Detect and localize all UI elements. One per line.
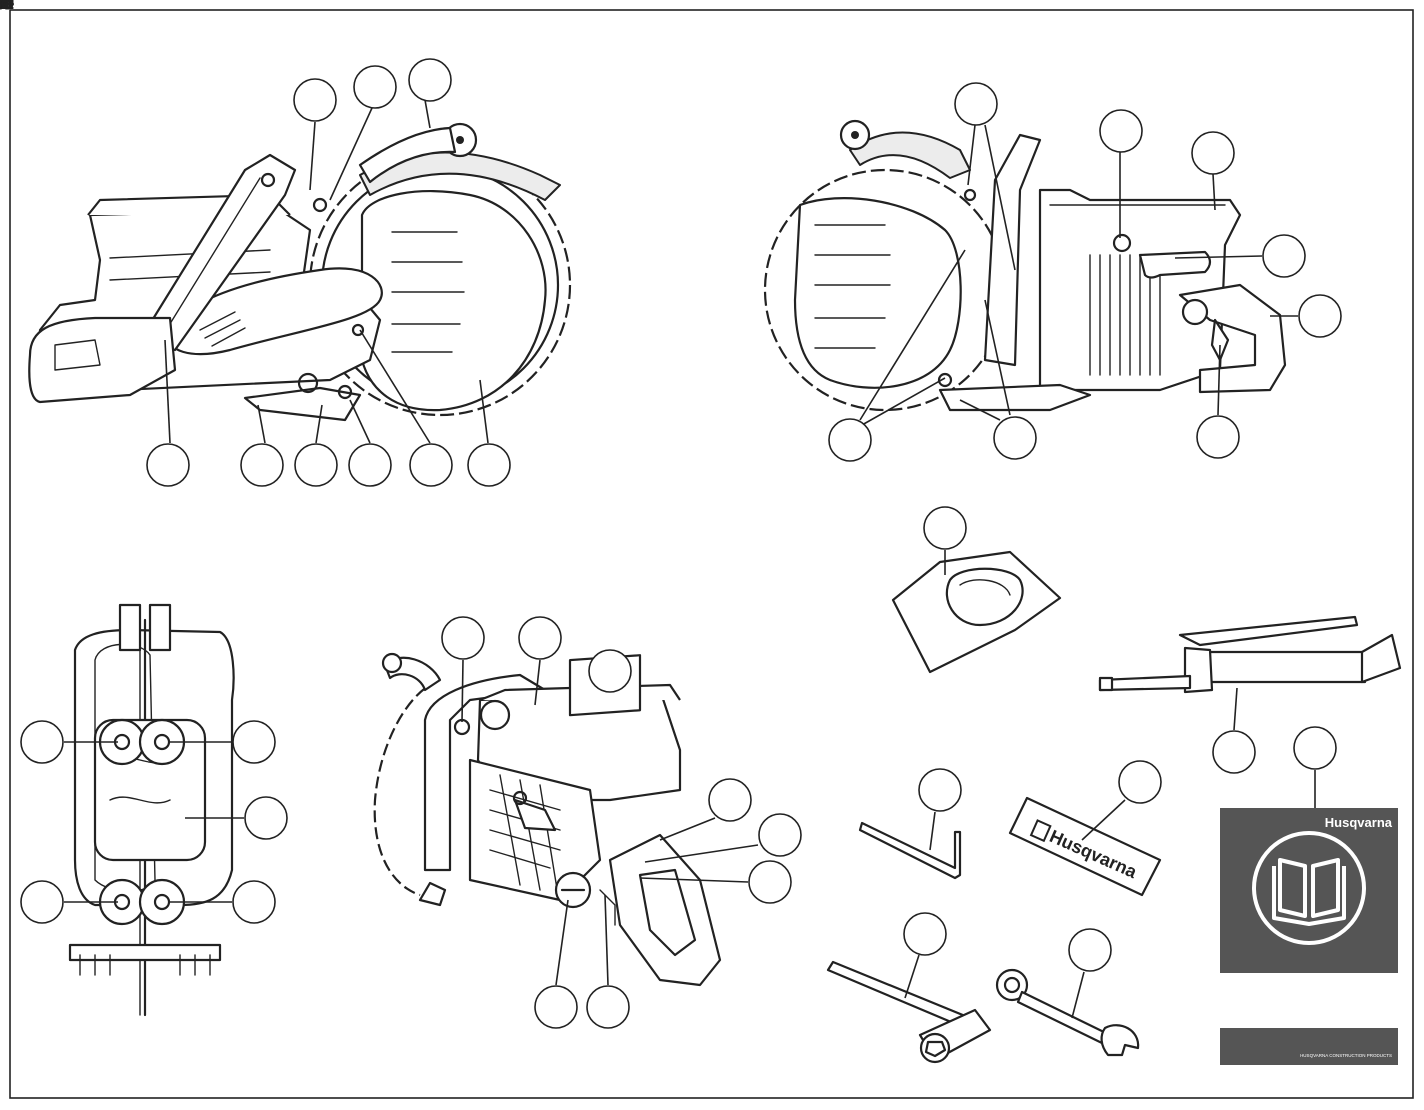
svg-text:21: 21 — [0, 0, 14, 15]
accessory-brand-tag: Husqvarna — [1008, 796, 1162, 897]
svg-text:23: 23 — [0, 0, 14, 15]
callout-13: 13 — [0, 0, 872, 462]
book-icon — [1272, 858, 1346, 926]
svg-text:31: 31 — [0, 0, 14, 15]
svg-text:3: 3 — [0, 0, 7, 15]
cutter-left-view — [28, 122, 572, 422]
callout-31: 31 — [0, 0, 1337, 770]
callout-18: 18 — [0, 0, 562, 660]
accessory-cover — [891, 550, 1062, 674]
svg-text:27: 27 — [0, 0, 14, 15]
callout-30: 30 — [0, 0, 1256, 774]
svg-text:26: 26 — [0, 0, 14, 15]
svg-text:3: 3 — [0, 0, 7, 15]
callout-2-bottom: 2 — [0, 0, 392, 487]
callout-1-bottom: 1 — [0, 0, 338, 487]
svg-text:25: 25 — [0, 0, 14, 15]
accessory-spanner — [995, 968, 1140, 1057]
callout-14-bottom: 14 — [0, 0, 64, 924]
svg-text:28: 28 — [0, 0, 14, 15]
callout-3-top: 3 — [0, 0, 452, 102]
svg-text:4: 4 — [0, 0, 7, 15]
svg-text:29: 29 — [0, 0, 14, 15]
callout-21: 21 — [0, 0, 802, 857]
svg-text:15: 15 — [0, 0, 14, 15]
svg-text:20: 20 — [0, 0, 14, 15]
svg-text:10: 10 — [0, 0, 14, 15]
svg-text:12: 12 — [0, 0, 14, 15]
svg-text:30: 30 — [0, 0, 14, 15]
callout-26: 26 — [0, 0, 1162, 804]
callout-16: 16 — [0, 0, 288, 840]
svg-text:7: 7 — [0, 0, 7, 15]
svg-text:2: 2 — [0, 0, 7, 15]
svg-text:19: 19 — [0, 0, 14, 15]
cutter-bottom-view — [68, 603, 235, 1017]
callout-20: 20 — [0, 0, 752, 822]
accessory-hex-key — [858, 821, 962, 880]
callout-22: 22 — [0, 0, 792, 904]
callout-23: 23 — [0, 0, 630, 1029]
callout-28: 28 — [0, 0, 1112, 972]
callout-9: 9 — [0, 0, 1235, 175]
svg-text:5: 5 — [0, 0, 7, 15]
svg-text:17: 17 — [0, 0, 14, 15]
svg-text:24: 24 — [0, 0, 14, 15]
callout-5: 5 — [0, 0, 453, 487]
leader-lines — [64, 99, 1316, 1019]
callout-11: 11 — [0, 0, 1342, 338]
callout-29: 29 — [0, 0, 962, 812]
svg-text:11: 11 — [0, 0, 14, 15]
operators-manual: Husqvarna HUSQVARNA CONSTRUCTION PRODUCT… — [1220, 808, 1398, 1065]
callout-10: 10 — [0, 0, 1306, 278]
callout-7-bottom: 7 — [0, 0, 1037, 460]
callout-2-top: 2 — [0, 0, 397, 109]
svg-text:6: 6 — [0, 0, 7, 15]
callout-15-bottom: 15 — [0, 0, 276, 924]
svg-text:16: 16 — [0, 0, 14, 15]
svg-text:8: 8 — [0, 0, 7, 15]
svg-text:13: 13 — [0, 0, 14, 15]
callout-7-top: 7 — [0, 0, 998, 126]
svg-text:1: 1 — [0, 0, 7, 15]
callout-24: 24 — [0, 0, 578, 1029]
svg-text:15: 15 — [0, 0, 14, 15]
manual-brand-text: Husqvarna — [1325, 815, 1393, 830]
cutter-perspective-view — [373, 652, 722, 987]
svg-text:14: 14 — [0, 0, 14, 15]
husqvarna-crown-icon — [1029, 819, 1052, 843]
callout-3-bottom: 3 — [0, 0, 284, 487]
svg-text:22: 22 — [0, 0, 14, 15]
accessory-grease-gun — [1098, 615, 1402, 694]
svg-text:14: 14 — [0, 0, 14, 15]
callout-25: 25 — [0, 0, 967, 550]
diagram-border — [9, 9, 1414, 1099]
callout-8: 8 — [0, 0, 1143, 153]
callout-27: 27 — [0, 0, 947, 956]
callout-15-top: 15 — [0, 0, 276, 764]
svg-text:9: 9 — [0, 0, 7, 15]
accessory-socket-wrench — [826, 960, 992, 1064]
callout-1-top: 1 — [0, 0, 337, 122]
callout-17: 17 — [0, 0, 485, 660]
callout-14-top: 14 — [0, 0, 64, 764]
callout-12: 12 — [0, 0, 1240, 459]
callout-4: 4 — [0, 0, 190, 487]
svg-text:1: 1 — [0, 0, 7, 15]
manual-footer-text: HUSQVARNA CONSTRUCTION PRODUCTS — [1300, 1053, 1392, 1058]
svg-text:7: 7 — [0, 0, 7, 15]
svg-text:18: 18 — [0, 0, 14, 15]
callout-6: 6 — [0, 0, 511, 487]
svg-text:2: 2 — [0, 0, 7, 15]
callout-19: 19 — [0, 0, 632, 693]
